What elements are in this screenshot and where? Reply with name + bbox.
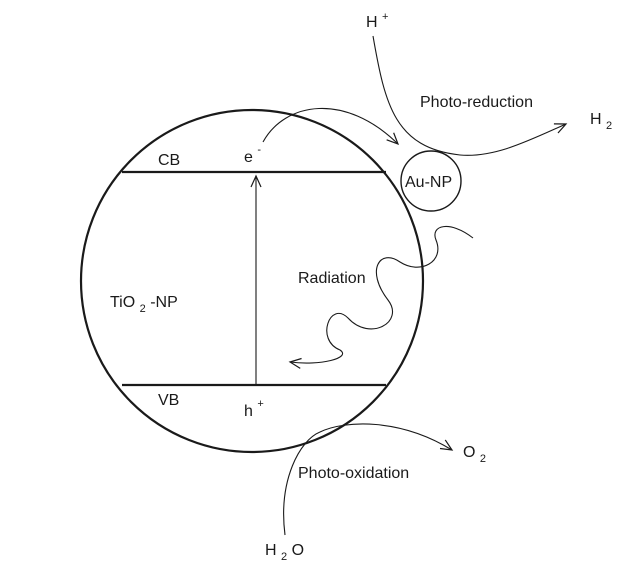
photo-reduction-label: Photo-reduction — [420, 94, 533, 111]
radiation-label: Radiation — [298, 270, 366, 287]
tio2-formula-base: TiO — [110, 294, 135, 311]
vb-label: VB — [158, 392, 179, 409]
tio2-formula-suffix: -NP — [150, 294, 178, 311]
hole-symbol: h — [244, 403, 253, 420]
h-plus-label: H + — [366, 11, 388, 31]
electron-charge: - — [257, 144, 261, 156]
tio2-formula-subscript: 2 — [140, 303, 146, 315]
tio2-nanoparticle-circle — [79, 108, 425, 454]
h2-symbol: H — [590, 111, 602, 128]
o2-subscript: 2 — [480, 453, 486, 465]
au-nanoparticle-circle — [400, 150, 462, 212]
h2o-h-symbol: H — [265, 542, 277, 559]
h-plus-charge: + — [382, 11, 388, 23]
cb-label: CB — [158, 152, 180, 169]
h2o-label: H 2 O — [265, 542, 304, 564]
o2-symbol: O — [463, 444, 475, 461]
electron-symbol: e — [244, 149, 253, 166]
radiation-wave-arrow — [288, 225, 474, 369]
h2-label: H 2 — [590, 111, 612, 132]
photo-reduction-arrow — [372, 35, 568, 156]
h2o-subscript: 2 — [281, 551, 287, 563]
h2-subscript: 2 — [606, 120, 612, 132]
hole-charge: + — [257, 398, 263, 410]
h-plus-symbol: H — [366, 14, 378, 31]
h2o-o-symbol: O — [292, 542, 304, 559]
o2-label: O 2 — [463, 444, 486, 465]
electron-label: e - — [244, 144, 261, 166]
photo-oxidation-label: Photo-oxidation — [298, 465, 409, 482]
au-np-label: Au-NP — [405, 174, 452, 191]
photo-oxidation-arrow — [283, 423, 454, 536]
tio2-np-label: TiO 2 -NP — [110, 294, 178, 316]
electron-transfer-arrow — [262, 107, 400, 146]
hole-label: h + — [244, 398, 264, 420]
